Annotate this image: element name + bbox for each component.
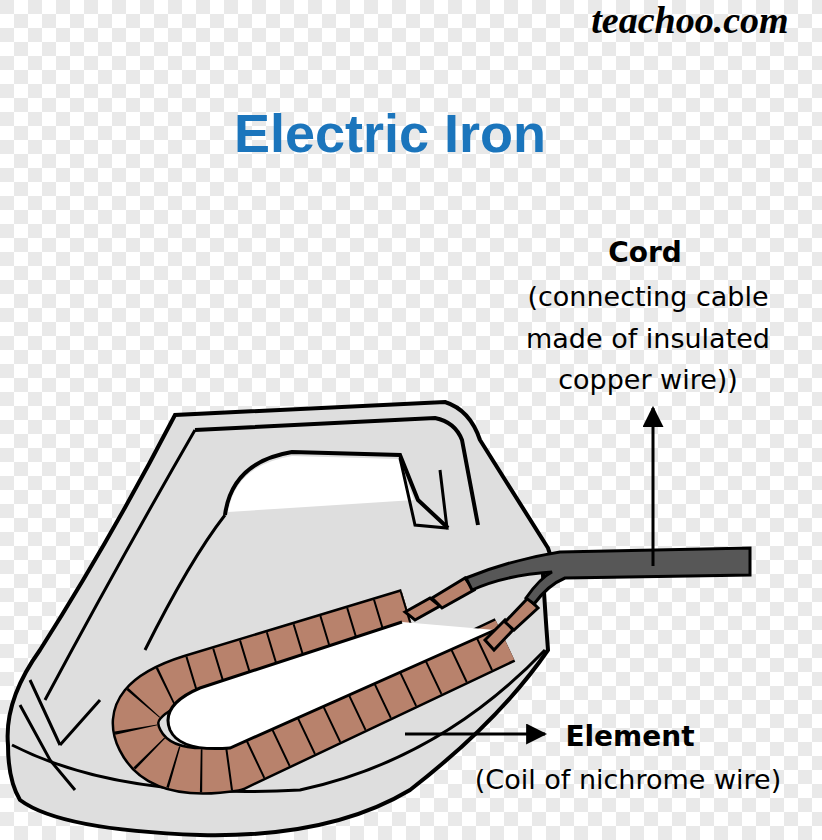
handle-grip	[400, 458, 447, 528]
part-description: (connecting cable made of insulated copp…	[489, 276, 807, 399]
leader-arrow	[652, 408, 655, 566]
iron-body	[8, 402, 552, 835]
part-name: Element	[565, 720, 694, 754]
diagram-title: Electric Iron	[234, 102, 546, 164]
handle-inner	[225, 452, 448, 528]
part-description: (Coil of nichrome wire)	[475, 764, 781, 796]
power-cord	[466, 548, 750, 604]
part-name: Cord	[608, 236, 682, 270]
leader-arrow	[405, 733, 545, 736]
heating-element	[136, 612, 505, 771]
watermark: teachoo.com	[591, 0, 788, 42]
handle-outline	[195, 418, 478, 525]
handle-opening	[228, 456, 414, 512]
body-edge	[145, 515, 225, 650]
